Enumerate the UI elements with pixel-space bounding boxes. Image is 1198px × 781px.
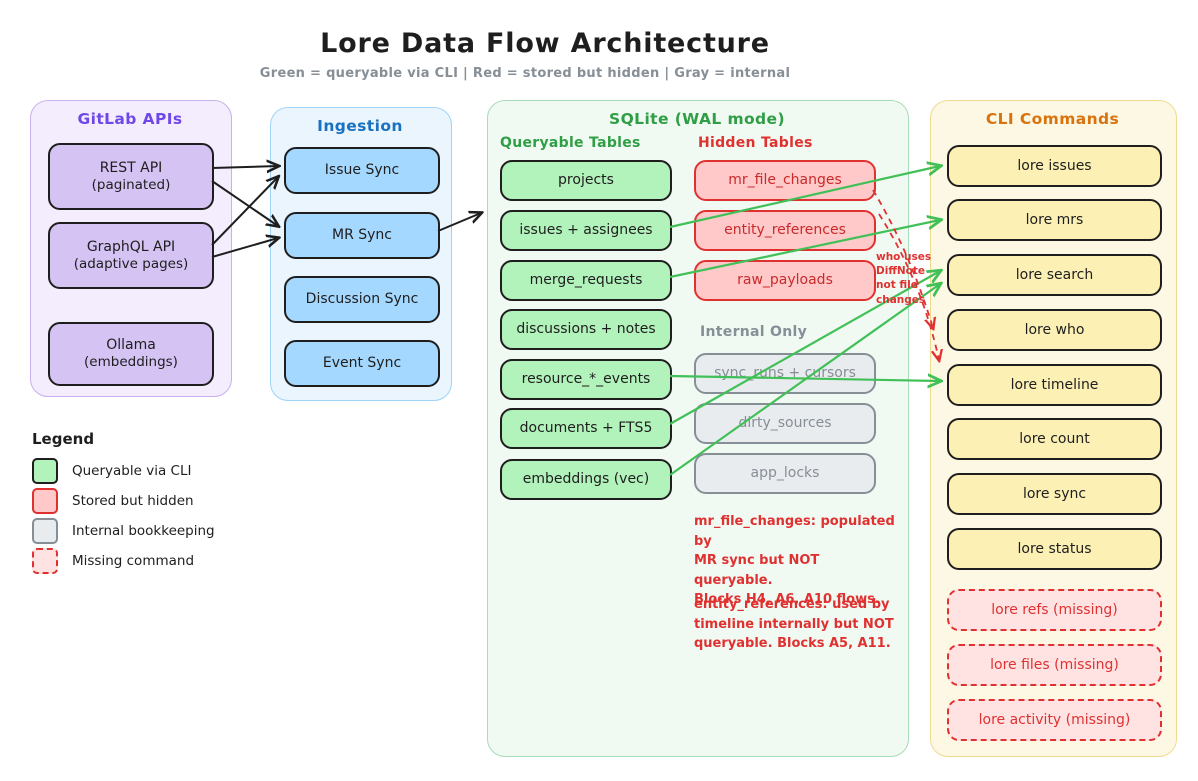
node-discussions-notes: discussions + notes — [500, 309, 672, 350]
legend-swatch-missing — [32, 548, 58, 574]
legend-item-internal: Internal bookkeeping — [32, 518, 215, 544]
node-dirty-sources: dirty_sources — [694, 403, 876, 444]
hidden-tables-heading: Hidden Tables — [698, 135, 813, 151]
legend-item-hidden: Stored but hidden — [32, 488, 194, 514]
node-embeddings-vec: embeddings (vec) — [500, 459, 672, 500]
node-rest-api-label: REST API — [99, 159, 163, 176]
note-entity-references: entity_references: used by timeline inte… — [694, 597, 894, 651]
legend-item-queryable: Queryable via CLI — [32, 458, 191, 484]
node-sync-runs-cursors: sync_runs + cursors — [694, 353, 876, 394]
legend-title: Legend — [32, 430, 95, 448]
node-projects: projects — [500, 160, 672, 201]
node-ollama-sub: (embeddings) — [84, 354, 178, 371]
sqlite-title: SQLite (WAL mode) — [609, 110, 785, 128]
node-lore-search: lore search — [947, 254, 1162, 296]
node-graphql-api-sub: (adaptive pages) — [73, 255, 189, 272]
node-graphql-api-label: GraphQL API — [86, 238, 176, 255]
ingestion-title: Ingestion — [317, 117, 403, 135]
node-resource-events: resource_*_events — [500, 359, 672, 400]
node-mr-sync: MR Sync — [284, 212, 440, 259]
legend-swatch-internal — [32, 518, 58, 544]
node-event-sync: Event Sync — [284, 340, 440, 387]
node-lore-sync: lore sync — [947, 473, 1162, 515]
legend-swatch-hidden — [32, 488, 58, 514]
node-lore-activity-missing: lore activity (missing) — [947, 699, 1162, 741]
legend-label-queryable: Queryable via CLI — [72, 463, 192, 479]
node-mr-file-changes: mr_file_changes — [694, 160, 876, 201]
node-lore-mrs: lore mrs — [947, 199, 1162, 241]
node-ollama-label: Ollama — [106, 337, 156, 354]
node-app-locks: app_locks — [694, 453, 876, 494]
node-lore-who: lore who — [947, 309, 1162, 351]
page-subtitle: Green = queryable via CLI | Red = stored… — [259, 66, 791, 81]
node-lore-files-missing: lore files (missing) — [947, 644, 1162, 686]
node-merge-requests: merge_requests — [500, 260, 672, 301]
legend-item-missing: Missing command — [32, 548, 194, 574]
node-lore-status: lore status — [947, 528, 1162, 570]
node-discussion-sync: Discussion Sync — [284, 276, 440, 323]
internal-only-heading: Internal Only — [700, 324, 808, 340]
note-mr-file-changes: mr_file_changes: populated by MR sync bu… — [694, 514, 895, 607]
node-entity-references: entity_references — [694, 210, 876, 251]
legend-label-internal: Internal bookkeeping — [72, 523, 215, 539]
node-rest-api-sub: (paginated) — [91, 176, 171, 193]
legend-swatch-queryable — [32, 458, 58, 484]
node-lore-timeline: lore timeline — [947, 364, 1162, 406]
node-raw-payloads: raw_payloads — [694, 260, 876, 301]
node-lore-issues: lore issues — [947, 145, 1162, 187]
node-rest-api: REST API (paginated) — [48, 143, 214, 210]
arrow-annotation-who-uses-diffnote: who uses DiffNote not file changes — [876, 251, 932, 306]
node-lore-refs-missing: lore refs (missing) — [947, 589, 1162, 631]
gitlab-apis-title: GitLab APIs — [77, 110, 183, 128]
cli-commands-title: CLI Commands — [985, 110, 1120, 128]
queryable-tables-heading: Queryable Tables — [500, 135, 641, 151]
node-lore-count: lore count — [947, 418, 1162, 460]
node-issue-sync: Issue Sync — [284, 147, 440, 194]
legend-label-missing: Missing command — [72, 553, 195, 569]
page-title: Lore Data Flow Architecture — [320, 28, 770, 59]
node-ollama: Ollama (embeddings) — [48, 322, 214, 386]
legend-label-hidden: Stored but hidden — [72, 493, 194, 509]
node-issues-assignees: issues + assignees — [500, 210, 672, 251]
node-graphql-api: GraphQL API (adaptive pages) — [48, 222, 214, 289]
node-documents-fts5: documents + FTS5 — [500, 408, 672, 449]
